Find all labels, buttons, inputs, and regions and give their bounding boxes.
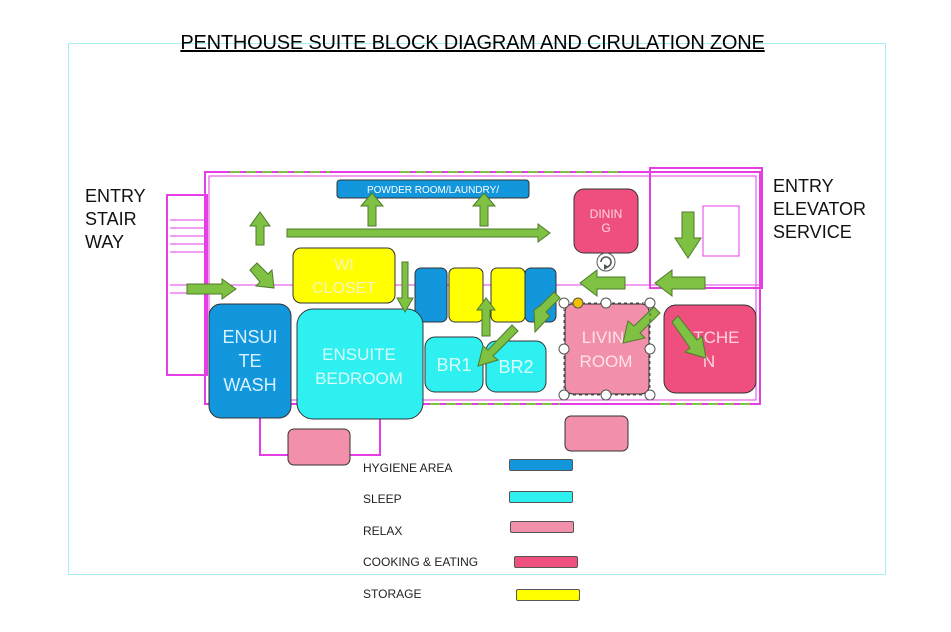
window-markings [230, 171, 750, 405]
resize-handle-se[interactable] [644, 389, 656, 401]
entry-elevator-line-2: ELEVATOR [773, 199, 867, 219]
resize-handle-sw[interactable] [558, 389, 570, 401]
elevator-block [649, 167, 763, 289]
entry-stair-line-1: ENTRY [85, 186, 146, 206]
wi-closet-label-line-2: CLOSET [312, 280, 376, 297]
terrace-relax-block [564, 415, 629, 452]
wi-closet-label-line-1: WI [334, 257, 354, 274]
entry-stairway-label: ENTRY STAIR WAY [85, 185, 146, 254]
legend-swatch-relax [510, 521, 574, 533]
legend-swatch-hygiene [509, 459, 573, 471]
adjust-handle[interactable] [572, 297, 584, 309]
living-room-block [564, 303, 650, 395]
resize-handle-nw[interactable] [558, 297, 570, 309]
br2-block [485, 340, 547, 393]
page-title: PENTHOUSE SUITE BLOCK DIAGRAM AND CIRULA… [180, 32, 765, 54]
br2-label: BR2 [498, 357, 533, 377]
legend-swatch-sleep [509, 491, 573, 503]
ensuite-bedroom-line-1: ENSUITE [322, 345, 396, 364]
arrow-up-1 [249, 211, 271, 246]
elevator-shaft [702, 205, 740, 257]
stair-treads [170, 219, 205, 253]
entry-elevator-label: ENTRY ELEVATOR SERVICE [773, 175, 866, 244]
arrow-up-powder-2 [471, 192, 497, 227]
legend-swatch-storage [516, 589, 580, 601]
drawing-frame [68, 43, 886, 575]
storage-closet-2 [490, 267, 526, 323]
arrow-to-br2 [533, 291, 561, 334]
resize-handle-ne[interactable] [644, 297, 656, 309]
balcony-relax-block [287, 428, 351, 466]
ensuite-wash-line-3: WASH [223, 375, 276, 395]
resize-handle-s[interactable] [600, 389, 612, 401]
arrow-to-br1 [477, 324, 519, 367]
arrow-diagonal-down-1 [249, 262, 275, 289]
powder-room-label: POWDER ROOM/LAUNDRY/ [367, 185, 499, 196]
arrow-up-powder-1 [359, 192, 385, 227]
resize-handle-e[interactable] [644, 343, 656, 355]
legend-label-storage: STORAGE [363, 587, 422, 601]
rotate-icon[interactable] [596, 252, 616, 272]
legend-label-relax: RELAX [363, 524, 403, 538]
ensuite-bedroom-block [296, 308, 424, 420]
resize-handle-w[interactable] [558, 343, 570, 355]
ensuite-wash-line-2: TE [238, 351, 261, 371]
entry-elevator-line-3: SERVICE [773, 222, 852, 242]
arrow-to-kitchen [671, 315, 707, 359]
storage-hygiene-1 [414, 267, 448, 323]
legend-label-hygiene: HYGIENE AREA [363, 461, 453, 475]
br1-label: BR1 [436, 355, 471, 375]
legend-swatch-cooking [514, 556, 578, 568]
arrow-to-living [622, 306, 661, 344]
storage-closet-1 [448, 267, 484, 323]
entry-stair-line-3: WAY [85, 232, 124, 252]
corridor-arrow-right [286, 223, 551, 243]
arrow-down-closet [396, 261, 414, 314]
powder-room-block [336, 179, 530, 199]
legend-label-sleep: SLEEP [363, 492, 402, 506]
arrow-left-elevator [654, 268, 706, 298]
arrow-left-dining [579, 268, 626, 298]
dining-label-line-2: G [601, 221, 610, 235]
ensuite-wash-line-1: ENSUI [222, 327, 277, 347]
entry-stair-line-2: STAIR [85, 209, 137, 229]
entry-arrow-right [186, 278, 237, 300]
arrow-down-elevator [674, 211, 702, 259]
entry-elevator-line-1: ENTRY [773, 176, 834, 196]
legend-label-cooking: COOKING & EATING [363, 555, 479, 569]
wi-closet-block [292, 247, 396, 304]
living-room-line-1: LIVIN [582, 328, 625, 347]
selection-box[interactable] [558, 252, 656, 401]
circulation-arrows [186, 192, 707, 367]
rooms: POWDER ROOM/LAUNDRY/ DININ G WI CLOSET E… [208, 179, 757, 466]
ensuite-bedroom-line-2: BEDROOM [315, 369, 403, 388]
resize-handle-n[interactable] [600, 297, 612, 309]
arrow-up-storage [476, 297, 496, 337]
ensuite-wash-block [208, 303, 292, 419]
dining-label-line-1: DININ [590, 207, 623, 221]
living-room-line-2: ROOM [580, 352, 633, 371]
